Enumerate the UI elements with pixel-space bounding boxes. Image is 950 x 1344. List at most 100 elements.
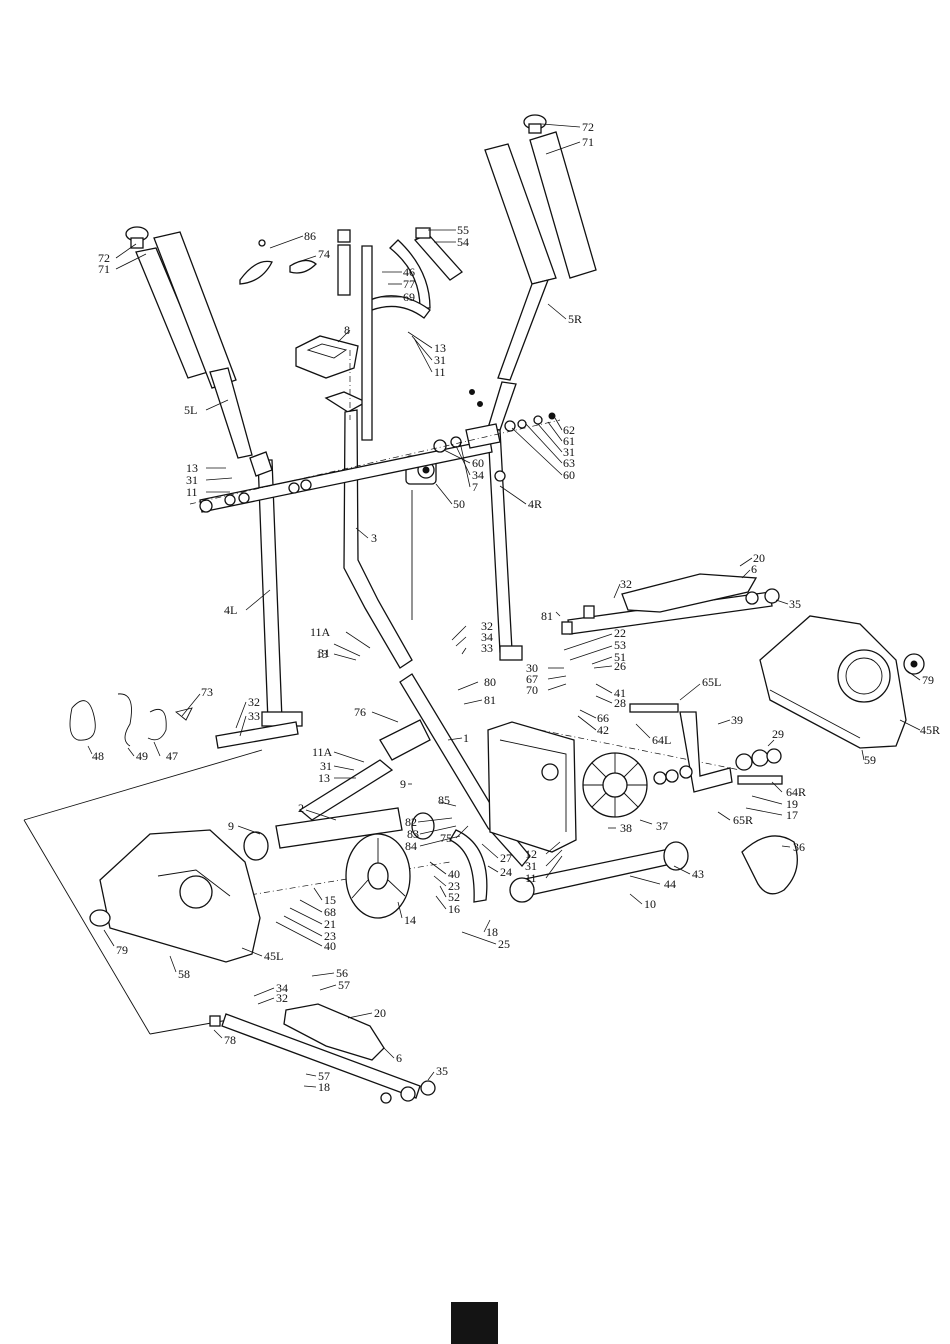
callout-81a: 81 — [541, 609, 553, 623]
main-mast — [343, 245, 413, 669]
idler-arm — [449, 829, 488, 903]
callout-10: 10 — [644, 897, 656, 911]
callout-59: 59 — [864, 753, 876, 767]
callout-14: 14 — [404, 913, 416, 927]
right-swing-arm — [487, 429, 523, 661]
callout-28: 28 — [614, 696, 626, 710]
flywheel — [582, 752, 648, 818]
callout-1: 1 — [463, 731, 469, 745]
callout-23b: 23 — [324, 929, 336, 943]
callout-23a: 23 — [448, 879, 460, 893]
callout-60b: 60 — [472, 456, 484, 470]
callout-31e: 31 — [320, 759, 332, 773]
callout-82: 82 — [405, 815, 417, 829]
callout-41: 41 — [614, 686, 626, 700]
callout-79b: 79 — [116, 943, 128, 957]
callout-22: 22 — [614, 626, 626, 640]
callout-52: 52 — [448, 890, 460, 904]
callout-69: 69 — [403, 290, 415, 304]
crank-axle — [629, 703, 783, 793]
callout-53: 53 — [614, 638, 626, 652]
callout-33a: 33 — [481, 641, 493, 655]
callout-15: 15 — [324, 893, 336, 907]
callout-44: 44 — [664, 877, 676, 891]
callout-58: 58 — [178, 967, 190, 981]
callout-11a: 11 — [434, 365, 446, 379]
callout-17: 17 — [786, 808, 798, 822]
callout-19: 19 — [786, 797, 798, 811]
callout-13a: 13 — [434, 341, 446, 355]
parts-linework — [23, 114, 925, 1104]
page-tab-marker — [451, 1302, 498, 1344]
callout-13c: 13 — [316, 647, 328, 661]
callout-47: 47 — [166, 749, 178, 763]
callout-86: 86 — [304, 229, 316, 243]
callout-51: 51 — [614, 650, 626, 664]
left-handlebar-grips — [125, 226, 253, 459]
callout-39: 39 — [731, 713, 743, 727]
callout-26: 26 — [614, 659, 626, 673]
callout-55: 55 — [457, 223, 469, 237]
callout-30: 30 — [526, 661, 538, 675]
callout-32a: 32 — [620, 577, 632, 591]
callout-36: 36 — [793, 840, 805, 854]
callout-49: 49 — [136, 749, 148, 763]
callout-27: 27 — [500, 851, 512, 865]
callout-62: 62 — [563, 423, 575, 437]
callout-50: 50 — [453, 497, 465, 511]
belt-pulley — [345, 833, 411, 919]
callout-57b: 57 — [318, 1069, 330, 1083]
left-swing-arm — [249, 451, 303, 727]
fixed-handle-bar — [337, 227, 463, 319]
callout-21a: 21 — [324, 917, 336, 931]
callout-63: 63 — [563, 456, 575, 470]
callout-71a: 71 — [582, 135, 594, 149]
callout-33b: 33 — [248, 709, 260, 723]
callout-32d: 32 — [276, 991, 288, 1005]
callout-9b: 9 — [400, 777, 406, 791]
callout-78: 78 — [224, 1033, 236, 1047]
frame-bracket — [487, 721, 577, 853]
callout-48: 48 — [92, 749, 104, 763]
callout-46: 46 — [403, 265, 415, 279]
callout-70: 70 — [526, 683, 538, 697]
callout-34a: 34 — [472, 468, 484, 482]
callout-67: 67 — [526, 672, 538, 686]
callout-4L: 4L — [224, 603, 237, 617]
callout-4R: 4R — [528, 497, 542, 511]
pivot-axle — [199, 389, 556, 513]
callout-7: 7 — [472, 480, 478, 494]
callout-83: 83 — [407, 827, 419, 841]
callout-42: 42 — [597, 723, 609, 737]
callout-6a: 6 — [751, 562, 757, 576]
callout-25: 25 — [498, 937, 510, 951]
callout-16: 16 — [448, 902, 460, 916]
callout-6b: 6 — [396, 1051, 402, 1065]
callout-61: 61 — [563, 434, 575, 448]
callout-37: 37 — [656, 819, 668, 833]
callout-38: 38 — [620, 821, 632, 835]
callout-12: 12 — [525, 847, 537, 861]
callout-20b: 20 — [374, 1006, 386, 1020]
callout-31b: 31 — [563, 445, 575, 459]
pedal-rod — [215, 721, 299, 749]
callout-72a: 72 — [582, 120, 594, 134]
callout-54: 54 — [457, 235, 469, 249]
callout-79a: 79 — [922, 673, 934, 687]
callout-35b: 35 — [436, 1064, 448, 1078]
callout-31a: 31 — [434, 353, 446, 367]
callout-43: 43 — [692, 867, 704, 881]
callout-labels: 727172718674555446776981331115R5L6261316… — [92, 120, 940, 1094]
callout-32c: 32 — [248, 695, 260, 709]
callout-13b: 13 — [186, 461, 198, 475]
callout-40a: 40 — [448, 867, 460, 881]
callout-8: 8 — [344, 323, 350, 337]
callout-66: 66 — [597, 711, 609, 725]
callout-40b: 40 — [324, 939, 336, 953]
right-pedal-arm — [561, 573, 780, 635]
callout-76: 76 — [354, 705, 366, 719]
callout-2: 2 — [298, 801, 304, 815]
callout-3: 3 — [371, 531, 377, 545]
left-chain-cover — [89, 829, 261, 963]
